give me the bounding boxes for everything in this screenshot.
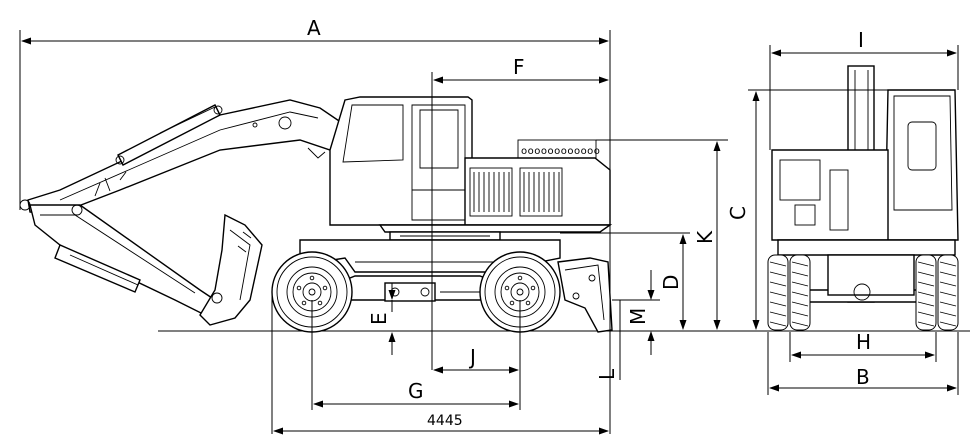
dim-label-c: C	[726, 206, 750, 220]
dim-label-4445: 4445	[427, 413, 463, 429]
dim-label-k: K	[693, 230, 717, 244]
boom-arm-assembly	[19, 99, 346, 326]
upper-structure: oooooooooooo	[329, 96, 613, 241]
dim-label-e: E	[367, 312, 391, 325]
dim-label-f: F	[513, 55, 525, 79]
front-view	[767, 65, 959, 331]
front-left-tires	[767, 254, 811, 331]
dim-label-b: B	[856, 365, 870, 389]
dim-label-j: J	[468, 345, 476, 369]
dim-label-h: H	[856, 330, 871, 354]
engine-vent-grille: oooooooooooo	[521, 146, 600, 157]
dim-label-i: I	[858, 28, 864, 52]
dim-label-a: A	[307, 16, 321, 40]
dim-label-g: G	[408, 379, 424, 403]
dim-label-l: L	[595, 368, 619, 380]
dim-label-m: M	[626, 308, 650, 325]
front-right-tires	[915, 254, 959, 331]
dimension-lines	[19, 30, 959, 435]
undercarriage	[271, 239, 613, 333]
dim-label-d: D	[659, 275, 683, 290]
